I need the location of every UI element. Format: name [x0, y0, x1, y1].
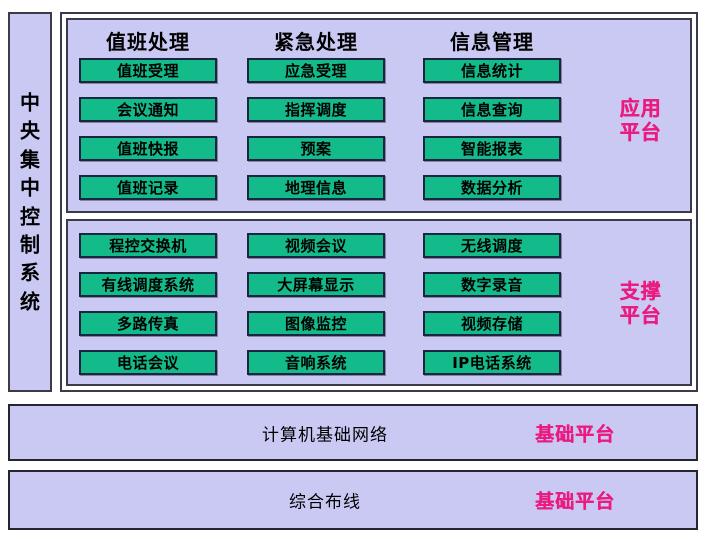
column-header-duty: 值班处理 — [106, 30, 190, 54]
app-button-information-2[interactable]: 信息查询 — [423, 97, 561, 122]
platform-stack-container: 值班处理 紧急处理 信息管理 值班受理 会议通知 值班快报 值班记录 应急受理 … — [60, 12, 698, 392]
sup-button-media-4[interactable]: IP电话系统 — [423, 350, 561, 375]
sup-button-media-3[interactable]: 视频存储 — [423, 311, 561, 336]
column-header-emergency: 紧急处理 — [274, 30, 358, 54]
sup-button-av-2[interactable]: 大屏幕显示 — [247, 272, 385, 297]
sup-button-comm-3[interactable]: 多路传真 — [79, 311, 217, 336]
app-button-emergency-1[interactable]: 应急受理 — [247, 58, 385, 83]
sup-button-comm-2[interactable]: 有线调度系统 — [79, 272, 217, 297]
app-button-emergency-2[interactable]: 指挥调度 — [247, 97, 385, 122]
basic-network-label: 计算机基础网络 — [262, 425, 388, 445]
app-button-duty-4[interactable]: 值班记录 — [79, 175, 217, 200]
sup-button-comm-1[interactable]: 程控交换机 — [79, 233, 217, 258]
sup-button-av-3[interactable]: 图像监控 — [247, 311, 385, 336]
app-button-information-4[interactable]: 数据分析 — [423, 175, 561, 200]
column-header-information: 信息管理 — [450, 30, 534, 54]
support-platform-tag: 支撑 平台 — [619, 279, 662, 328]
app-button-duty-2[interactable]: 会议通知 — [79, 97, 217, 122]
basic-network-bar: 计算机基础网络 基础平台 — [8, 404, 698, 461]
app-button-emergency-3[interactable]: 预案 — [247, 136, 385, 161]
application-platform-panel: 值班处理 紧急处理 信息管理 值班受理 会议通知 值班快报 值班记录 应急受理 … — [66, 18, 692, 213]
app-button-information-3[interactable]: 智能报表 — [423, 136, 561, 161]
sup-button-av-1[interactable]: 视频会议 — [247, 233, 385, 258]
app-button-duty-1[interactable]: 值班受理 — [79, 58, 217, 83]
structured-cabling-label: 综合布线 — [289, 492, 361, 513]
application-platform-tag: 应用 平台 — [619, 96, 662, 145]
basic-network-tag: 基础平台 — [534, 423, 615, 445]
app-button-duty-3[interactable]: 值班快报 — [79, 136, 217, 161]
sup-button-media-1[interactable]: 无线调度 — [423, 233, 561, 258]
structured-cabling-bar: 综合布线 基础平台 — [8, 470, 698, 530]
app-button-emergency-4[interactable]: 地理信息 — [247, 175, 385, 200]
central-control-system-sidebar: 中央集中控制系统 — [8, 12, 52, 392]
sup-button-comm-4[interactable]: 电话会议 — [79, 350, 217, 375]
sup-button-media-2[interactable]: 数字录音 — [423, 272, 561, 297]
support-platform-panel: 程控交换机 有线调度系统 多路传真 电话会议 视频会议 大屏幕显示 图像监控 音… — [66, 219, 692, 386]
sup-button-av-4[interactable]: 音响系统 — [247, 350, 385, 375]
sidebar-label: 中央集中控制系统 — [20, 90, 40, 314]
structured-cabling-tag: 基础平台 — [534, 490, 615, 513]
app-button-information-1[interactable]: 信息统计 — [423, 58, 561, 83]
